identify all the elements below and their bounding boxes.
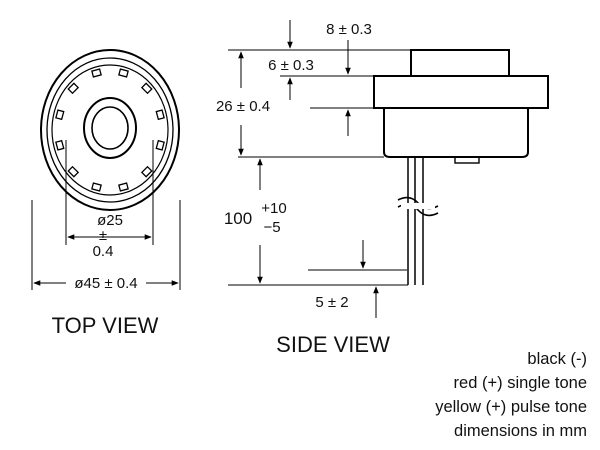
lead-break-gap [401,203,435,209]
dim8-label: 8 ± 0.3 [326,21,372,38]
legend-black: black (-) [527,350,587,368]
dia45-label: ø45 ± 0.4 [74,275,137,292]
vent-slot [67,82,80,95]
legend: black (-) red (+) single tone yellow (+)… [435,350,587,440]
vent-slot [55,139,65,151]
vent-slot [155,139,165,151]
side-view-drawing [228,20,549,318]
vent-slot [118,182,129,192]
center-hole-inner [91,106,129,150]
legend-yellow: yellow (+) pulse tone [435,398,587,416]
vent-slot [140,165,153,178]
buzzer-tab [454,156,480,164]
outer-ring [40,49,180,211]
buzzer-flange [373,75,549,109]
side-view-title: SIDE VIEW [276,332,390,357]
dia25-pm: ± [99,227,107,244]
buzzer-top-cap [410,49,510,77]
top-view-drawing [31,49,181,290]
vent-slot [91,68,102,78]
legend-red: red (+) single tone [454,374,587,392]
dim100-base: 100 [224,209,252,228]
dia25-label: ø25 [97,212,123,229]
vent-slot [155,109,165,121]
dim5-label: 5 ± 2 [315,294,348,311]
dim26-label: 26 ± 0.4 [216,98,270,115]
dia25-tolerance: 0.4 [93,243,114,260]
dim100-plus: +10 [261,200,286,217]
vent-slot [118,68,129,78]
vent-slot [55,109,65,121]
vent-slots [55,68,165,192]
legend-units: dimensions in mm [454,422,587,440]
center-hole-outer [83,97,137,159]
dim6-label: 6 ± 0.3 [268,57,314,74]
outer-ring-inner-edge [46,57,174,203]
slot-ring [51,64,169,196]
vent-slot [140,82,153,95]
vent-slot [91,182,102,192]
buzzer-body [383,108,529,158]
dim100-minus: −5 [263,219,280,236]
top-view-title: TOP VIEW [52,313,159,338]
vent-slot [67,165,80,178]
